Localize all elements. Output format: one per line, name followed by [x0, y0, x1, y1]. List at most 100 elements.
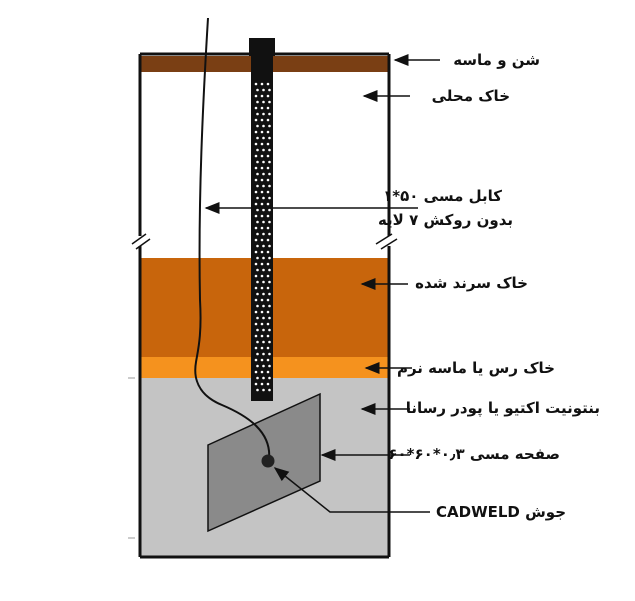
pipe-hole [268, 148, 271, 152]
arrow-cadweld [273, 467, 430, 513]
pipe-hole [256, 340, 259, 344]
pipe-hole [256, 388, 259, 392]
pipe-hole [262, 184, 265, 188]
pipe-hole [268, 256, 271, 260]
pipe-hole [262, 244, 265, 248]
pipe-hole [256, 364, 259, 368]
pipe-hole [260, 298, 264, 302]
label-gravel-sand: شن و ماسه [453, 51, 540, 69]
pipe-hole [260, 370, 264, 374]
pipe-hole [262, 316, 265, 320]
pipe-hole [266, 142, 270, 146]
pipe-hole [266, 262, 270, 266]
pipe-hole [260, 178, 264, 182]
label-cadweld-prefix: جوش [525, 503, 567, 521]
pipe-hole [256, 256, 259, 260]
pipe-hole [268, 220, 271, 224]
pipe-hole [266, 130, 270, 134]
pipe-hole [260, 130, 264, 134]
label-clay-soft-sand: خاک رس یا ماسه نرم [396, 359, 555, 377]
pipe-hole [260, 274, 264, 278]
pipe-hole [260, 106, 264, 110]
pipe-hole [254, 322, 258, 326]
pipe-hole [260, 346, 264, 350]
pipe-hole [260, 154, 264, 158]
pipe-hole [262, 352, 265, 356]
pipe-hole [268, 232, 271, 236]
pipe-hole [268, 340, 271, 344]
pipe-hole [262, 112, 265, 116]
pipe-hole [260, 214, 264, 218]
pipe-hole [266, 190, 270, 194]
pipe-hole [254, 238, 258, 242]
pipe-hole [254, 286, 258, 290]
pipe-hole [268, 208, 271, 212]
pipe-hole [260, 226, 264, 230]
pipe-hole [256, 172, 259, 176]
pipe-hole [268, 364, 271, 368]
pipe-hole [254, 334, 258, 338]
pipe-hole [262, 100, 265, 104]
label-cadweld-brand: CADWELD [436, 503, 520, 521]
pipe-hole [268, 136, 271, 140]
pipe-hole [262, 160, 265, 164]
pipe-hole [260, 322, 264, 326]
pipe-hole [254, 250, 258, 254]
pipe-hole [268, 196, 271, 200]
pipe-hole [256, 292, 259, 296]
pipe-hole [268, 112, 271, 116]
pipe-hole [266, 274, 270, 278]
break-marks [131, 233, 398, 250]
label-compacted-soil: خاک سرند شده [415, 274, 528, 292]
pipe-hole [262, 232, 265, 236]
pipe-hole [266, 358, 270, 362]
label-bentonite: بنتونیت اکتیو یا پودر رسانا [405, 399, 600, 417]
pipe-hole [256, 244, 259, 248]
pipe-hole [268, 244, 271, 248]
pipe-hole [268, 268, 271, 272]
pipe-hole [262, 292, 265, 296]
pipe-hole [260, 238, 264, 242]
pipe-hole [266, 250, 270, 254]
pipe-hole [254, 178, 258, 182]
perforated-pipe [251, 38, 273, 401]
pipe-hole [262, 196, 265, 200]
pipe-hole [262, 304, 265, 308]
pipe-hole [256, 184, 259, 188]
pipe-hole [266, 154, 270, 158]
pipe-hole [262, 376, 265, 380]
pipe-hole [260, 382, 264, 386]
pipe-hole [266, 226, 270, 230]
pipe-hole [256, 352, 259, 356]
pipe-hole [254, 370, 258, 374]
label-copper-plate: صفحه مسی ۰٫۳*۶۰*۶۰ [388, 445, 560, 463]
pipe-hole [268, 88, 271, 92]
pipe-hole [260, 286, 264, 290]
pipe-hole [262, 388, 265, 392]
pipe-hole [262, 148, 265, 152]
pipe-hole [260, 358, 264, 362]
pipe-cap [249, 38, 275, 56]
pipe-hole [268, 160, 271, 164]
pipe-hole [260, 118, 264, 122]
pipe-hole [256, 220, 259, 224]
pipe-hole [268, 328, 271, 332]
pipe-hole [260, 82, 264, 86]
pipe-hole [266, 106, 270, 110]
pipe-hole [266, 382, 270, 386]
pipe-hole [256, 376, 259, 380]
pipe-hole [268, 352, 271, 356]
pipe-hole [262, 340, 265, 344]
pipe-hole [254, 190, 258, 194]
pipe-hole [262, 124, 265, 128]
pipe-hole [262, 88, 265, 92]
pipe-hole [256, 136, 259, 140]
pipe-hole [256, 196, 259, 200]
pipe-hole [256, 124, 259, 128]
pipe-hole [268, 172, 271, 176]
pipe-hole [266, 310, 270, 314]
pipe-hole [268, 388, 271, 392]
pipe-hole [262, 268, 265, 272]
pipe-hole [254, 262, 258, 266]
